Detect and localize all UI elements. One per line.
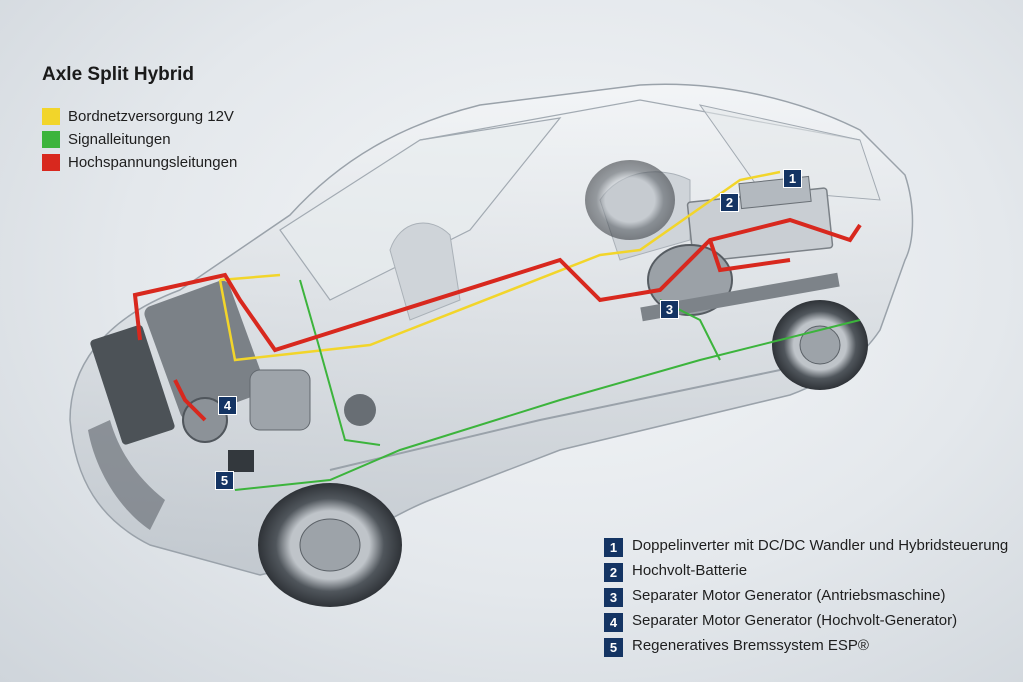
line-12v-b [219,273,281,282]
esp-module [228,450,254,472]
legend-label: Signalleitungen [68,130,171,148]
legend-swatch-yellow [42,107,60,125]
number-badge: 3 [604,588,623,607]
component-label: Separater Motor Generator (Hochvolt-Gene… [632,612,958,629]
legend-item-signal: Signalleitungen [42,128,237,150]
marker-4: 4 [218,396,237,415]
number-badge: 4 [604,613,623,632]
front-grille [88,420,165,530]
number-badge: 1 [604,538,623,557]
list-item: 1 Doppelinverter mit DC/DC Wandler und H… [604,537,1014,557]
legend-swatch-red [42,153,60,171]
side-sill [329,369,781,471]
rear-window [698,104,881,201]
list-item: 2 Hochvolt-Batterie [604,562,1014,582]
component-label: Regeneratives Bremssystem ESP® [632,637,869,654]
legend-label: Bordnetzversorgung 12V [68,107,234,125]
diagram-title: Axle Split Hybrid [42,64,195,85]
legend-swatch-green [42,130,60,148]
rear-wheel-far [585,160,675,240]
line-12v [218,170,781,362]
engine-block [144,280,266,420]
legend: Bordnetzversorgung 12V Signalleitungen H… [42,105,237,174]
component-label: Separater Motor Generator (Antriebsmasch… [632,587,946,604]
gearbox [249,369,311,431]
legend-label: Hochspannungsleitungen [68,153,238,171]
line-signal [234,319,861,491]
list-item: 4 Separater Motor Generator (Hochvolt-Ge… [604,612,1014,632]
component-list: 1 Doppelinverter mit DC/DC Wandler und H… [604,537,1014,662]
legend-item-hv: Hochspannungsleitungen [42,151,237,173]
line-hv [132,217,862,353]
line-hv-b [173,379,207,422]
line-hv-c [708,239,791,273]
rear-axle [640,272,840,322]
line-signal-b [299,279,381,446]
windshield [279,117,562,301]
front-wheel [258,483,402,607]
component-label: Doppelinverter mit DC/DC Wandler und Hyb… [632,537,1009,554]
legend-item-12v: Bordnetzversorgung 12V [42,105,237,127]
list-item: 5 Regeneratives Bremssystem ESP® [604,637,1014,657]
marker-1: 1 [783,169,802,188]
component-label: Hochvolt-Batterie [632,562,748,579]
rear-wheel [772,300,868,390]
number-badge: 2 [604,563,623,582]
marker-2: 2 [720,193,739,212]
number-badge: 5 [604,638,623,657]
marker-3: 3 [660,300,679,319]
radiator [90,325,175,445]
list-item: 3 Separater Motor Generator (Antriebsmas… [604,587,1014,607]
brake-booster [344,394,376,426]
marker-5: 5 [215,471,234,490]
